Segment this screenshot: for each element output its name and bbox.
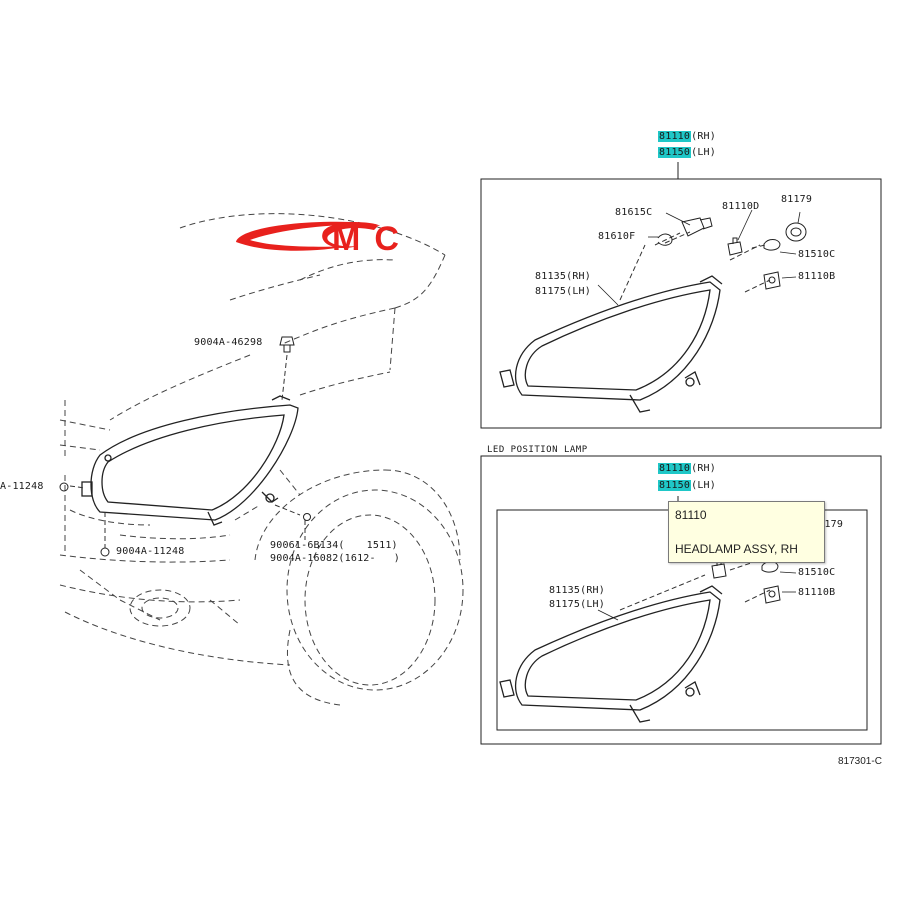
brand-logo: MC bbox=[228, 212, 468, 264]
label-81135-rh-bottom[interactable]: 81135(RH) bbox=[549, 585, 605, 596]
vehicle-body-outline bbox=[59, 213, 464, 706]
side-suffix: (RH) bbox=[691, 463, 716, 474]
part-code: 81110 bbox=[658, 131, 692, 142]
label-90061-6b134[interactable]: 90061-6B134( 1511) bbox=[270, 540, 398, 551]
part-code: 81110 bbox=[658, 463, 692, 474]
label-81510c[interactable]: 81510C bbox=[798, 249, 836, 260]
label-81615c[interactable]: 81615C bbox=[615, 207, 653, 218]
label-81175-lh-bottom[interactable]: 81175(LH) bbox=[549, 599, 605, 610]
date-range: 1511) bbox=[366, 540, 398, 551]
part-tooltip: 81110 HEADLAMP ASSY, RH bbox=[668, 501, 825, 563]
left-headlamp-assembly bbox=[81, 395, 299, 526]
label-9004a-11248[interactable]: 9004A-11248 bbox=[116, 546, 185, 557]
logo-letters: MC bbox=[332, 220, 413, 258]
top-part-81110-rh[interactable]: 81110(RH) bbox=[658, 131, 716, 142]
label-81179-bottom[interactable]: 81179 bbox=[812, 519, 844, 530]
top-part-81150-lh[interactable]: 81150(LH) bbox=[658, 147, 716, 158]
bottom-part-81150-lh[interactable]: 81150(LH) bbox=[658, 480, 716, 491]
label-9004a-46298[interactable]: 9004A-46298 bbox=[194, 337, 263, 348]
label-81510c-bottom[interactable]: 81510C bbox=[798, 567, 836, 578]
label-81175-lh[interactable]: 81175(LH) bbox=[535, 286, 591, 297]
label-81110b[interactable]: 81110B bbox=[798, 271, 836, 282]
part-code: 9004A-16082(1612- bbox=[270, 553, 376, 564]
side-suffix: (RH) bbox=[691, 131, 716, 142]
label-a-11248[interactable]: A-11248 bbox=[0, 481, 44, 492]
label-81110d[interactable]: 81110D bbox=[722, 201, 760, 212]
side-suffix: (LH) bbox=[691, 147, 716, 158]
top-headlamp-lens bbox=[499, 275, 723, 413]
part-code: 81150 bbox=[658, 480, 692, 491]
bottom-headlamp-lens bbox=[499, 585, 723, 723]
label-81610f[interactable]: 81610F bbox=[598, 231, 636, 242]
label-81110b-bottom[interactable]: 81110B bbox=[798, 587, 836, 598]
date-range: ) bbox=[393, 553, 400, 564]
figure-code: 817301-C bbox=[838, 756, 882, 767]
label-81179[interactable]: 81179 bbox=[781, 194, 813, 205]
bottom-part-81110-rh[interactable]: 81110(RH) bbox=[658, 463, 716, 474]
label-9004a-16082[interactable]: 9004A-16082(1612-) bbox=[270, 553, 400, 564]
tooltip-part-description: HEADLAMP ASSY, RH bbox=[675, 542, 798, 556]
part-code: 81150 bbox=[658, 147, 692, 158]
logo-swoosh-icon bbox=[236, 221, 380, 251]
tooltip-part-code: 81110 bbox=[675, 508, 707, 522]
side-suffix: (LH) bbox=[691, 480, 716, 491]
part-code: 90061-6B134( bbox=[270, 540, 345, 551]
label-81135-rh[interactable]: 81135(RH) bbox=[535, 271, 591, 282]
section-title-led-position-lamp: LED POSITION LAMP bbox=[487, 445, 588, 455]
